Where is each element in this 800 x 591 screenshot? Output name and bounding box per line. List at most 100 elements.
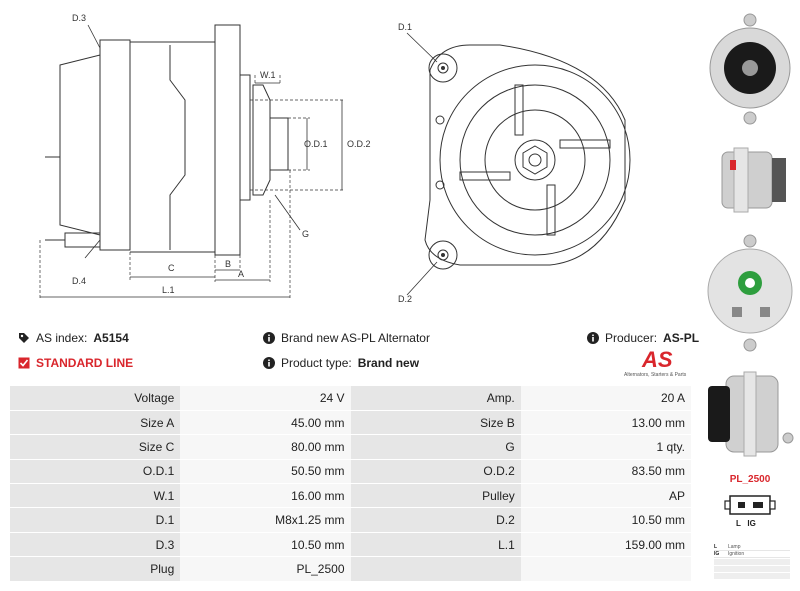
front-view-pulley <box>439 64 631 256</box>
spec-label: G <box>350 434 521 460</box>
spec-label: O.D.1 <box>10 459 181 485</box>
side-view-pulley <box>252 84 271 196</box>
legend-empty-row <box>714 559 790 565</box>
spec-label: D.2 <box>350 507 521 533</box>
spec-label: L.1 <box>350 532 521 558</box>
label-od2: O.D.2 <box>347 139 371 149</box>
spec-label: D.1 <box>10 507 181 533</box>
info-icon <box>263 332 275 344</box>
info-icon <box>263 357 275 369</box>
spec-label: Amp. <box>350 386 521 411</box>
product-type-value: Brand new <box>357 356 420 370</box>
as-index-value: A5154 <box>93 331 129 345</box>
spec-value: 24 V <box>180 386 351 411</box>
info-row-1: AS index: A5154 Brand new AS-PL Alternat… <box>0 329 700 351</box>
as-index-label: AS index: <box>36 331 88 345</box>
producer: Producer: AS-PL <box>587 331 699 345</box>
plug-pin-labels: L IG <box>736 519 756 528</box>
spec-value: 50.50 mm <box>180 459 351 485</box>
description-text: Brand new AS-PL Alternator <box>281 331 430 345</box>
producer-label: Producer: <box>605 331 658 345</box>
spec-label: Plug <box>10 556 181 582</box>
legend-key: IG <box>714 551 720 557</box>
label-a: A <box>238 269 244 279</box>
as-index: AS index: A5154 <box>18 331 129 345</box>
spec-value: PL_2500 <box>180 556 351 582</box>
label-d4: D.4 <box>72 276 86 286</box>
brand-logo: AS Alternators, Starters & Parts <box>624 347 687 378</box>
label-d3: D.3 <box>72 13 86 23</box>
spec-label: O.D.2 <box>350 459 521 485</box>
thumbnail-angle[interactable] <box>704 358 796 466</box>
legend-value: Lamp <box>728 544 741 550</box>
spec-value: 80.00 mm <box>180 434 351 460</box>
legend-row-lamp: L Lamp <box>714 544 790 551</box>
side-view-body <box>130 41 216 253</box>
spec-value: 13.00 mm <box>520 410 691 436</box>
legend-value: Ignition <box>728 551 745 557</box>
spec-value: 16.00 mm <box>180 483 351 509</box>
label-l1: L.1 <box>162 285 175 295</box>
legend-empty-row <box>714 566 790 572</box>
label-c: C <box>168 263 175 273</box>
spec-value: 10.50 mm <box>180 532 351 558</box>
side-view-stator <box>99 39 131 251</box>
label-b: B <box>225 259 231 269</box>
label-d1: D.1 <box>398 22 412 32</box>
spec-label: Size A <box>10 410 181 436</box>
spec-value: 159.00 mm <box>520 532 691 558</box>
line-text: STANDARD LINE <box>36 356 134 370</box>
spec-label: Size C <box>10 434 181 460</box>
info-row-2: STANDARD LINE Product type: Brand new <box>0 354 700 376</box>
plug-title: PL_2500 <box>729 474 771 485</box>
front-view-housing <box>424 44 626 266</box>
technical-drawing: D.3 D.4 W.1 O.D.1 O.D.2 G C B A L.1 D.1 … <box>39 13 631 304</box>
check-square-icon <box>18 357 30 369</box>
thumbnail-rear[interactable] <box>704 225 796 355</box>
product-thumbnails: L IG <box>700 0 800 591</box>
side-view-front-flange <box>214 24 241 256</box>
spec-label <box>350 556 521 582</box>
spec-value: 45.00 mm <box>180 410 351 436</box>
legend-row-ignition: IG Ignition <box>714 551 790 558</box>
spec-value: 10.50 mm <box>520 507 691 533</box>
tag-icon <box>19 333 29 343</box>
thumbnail-front[interactable] <box>704 6 796 126</box>
description: Brand new AS-PL Alternator <box>263 331 430 345</box>
label-od1: O.D.1 <box>304 139 328 149</box>
plug-legend: L Lamp IG Ignition <box>714 544 790 579</box>
label-d2: D.2 <box>398 294 412 304</box>
legend-key: L <box>714 544 718 550</box>
spec-value: 83.50 mm <box>520 459 691 485</box>
spec-label: Voltage <box>10 386 181 411</box>
spec-value <box>520 556 691 582</box>
producer-value: AS-PL <box>663 331 700 345</box>
spec-label: Size B <box>350 410 521 436</box>
spec-value: AP <box>520 483 691 509</box>
spec-value: 1 qty. <box>520 434 691 460</box>
legend-empty-row <box>714 573 790 579</box>
line-badge: STANDARD LINE <box>18 356 133 370</box>
logo-tagline: Alternators, Starters & Parts <box>624 372 687 378</box>
thumbnail-side[interactable] <box>704 138 796 218</box>
plug-diagram: L IG <box>724 495 776 528</box>
product-type: Product type: Brand new <box>263 356 419 370</box>
side-view-rear-housing <box>59 54 101 236</box>
spec-label: W.1 <box>10 483 181 509</box>
label-g: G <box>302 229 309 239</box>
label-w1: W.1 <box>260 70 276 80</box>
spec-label: Pulley <box>350 483 521 509</box>
logo-text: AS <box>641 347 673 372</box>
info-icon <box>587 332 599 344</box>
product-type-label: Product type: <box>281 356 352 370</box>
spec-label: D.3 <box>10 532 181 558</box>
